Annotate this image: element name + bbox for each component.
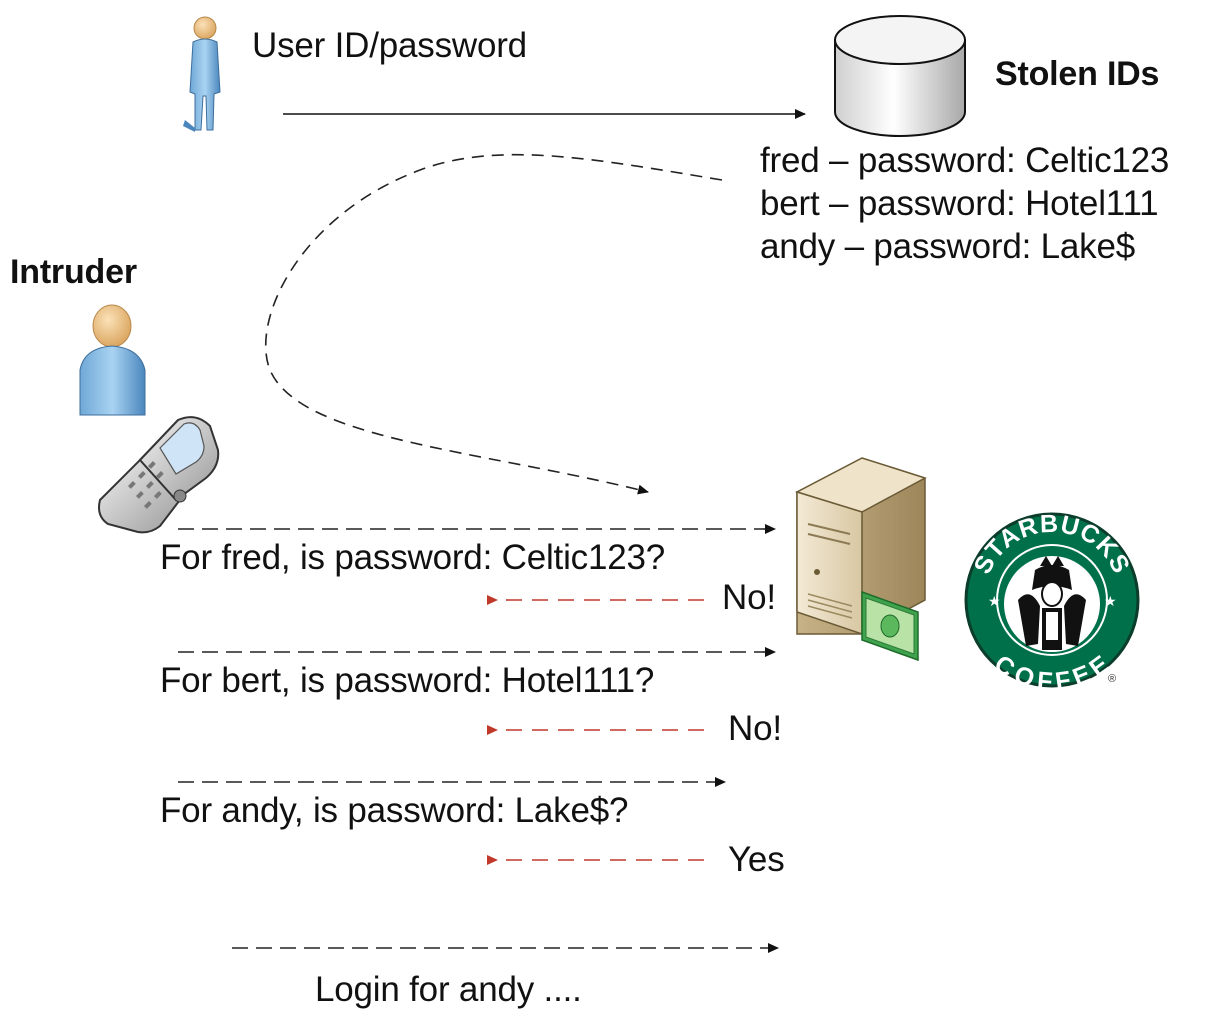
user-icon [183, 16, 221, 132]
intruder-icon [79, 304, 146, 416]
user-credentials-label: User ID/password [252, 26, 527, 65]
login-label: Login for andy .... [315, 970, 582, 1009]
logo-star-right: ★ [1104, 593, 1117, 609]
logo-star-left: ★ [988, 593, 1001, 609]
attempt-reply: No! [722, 578, 776, 617]
attempt-reply: No! [728, 709, 782, 748]
intruder-label: Intruder [10, 253, 137, 291]
attempt-reply: Yes [728, 840, 785, 879]
siren-icon [1004, 556, 1100, 652]
flip-phone-icon [98, 416, 220, 534]
stolen-id-entry: fred – password: Celtic123 [760, 141, 1170, 180]
stolen-ids-title: Stolen IDs [995, 55, 1160, 93]
attempt-question: For fred, is password: Celtic123? [160, 538, 666, 577]
starbucks-logo: STARBUCKS COFFEE ★ ★ ® [964, 510, 1140, 696]
money-icon [861, 590, 919, 662]
stolen-id-entry: andy – password: Lake$ [760, 227, 1136, 266]
database-icon [834, 15, 966, 137]
stolen-ids-flow-curve [265, 153, 723, 495]
logo-registered: ® [1108, 673, 1116, 685]
stolen-id-entry: bert – password: Hotel111 [760, 184, 1159, 223]
attempt-question: For bert, is password: Hotel111? [160, 661, 655, 700]
attempt-question: For andy, is password: Lake$? [160, 791, 629, 830]
server-icon [795, 457, 927, 636]
